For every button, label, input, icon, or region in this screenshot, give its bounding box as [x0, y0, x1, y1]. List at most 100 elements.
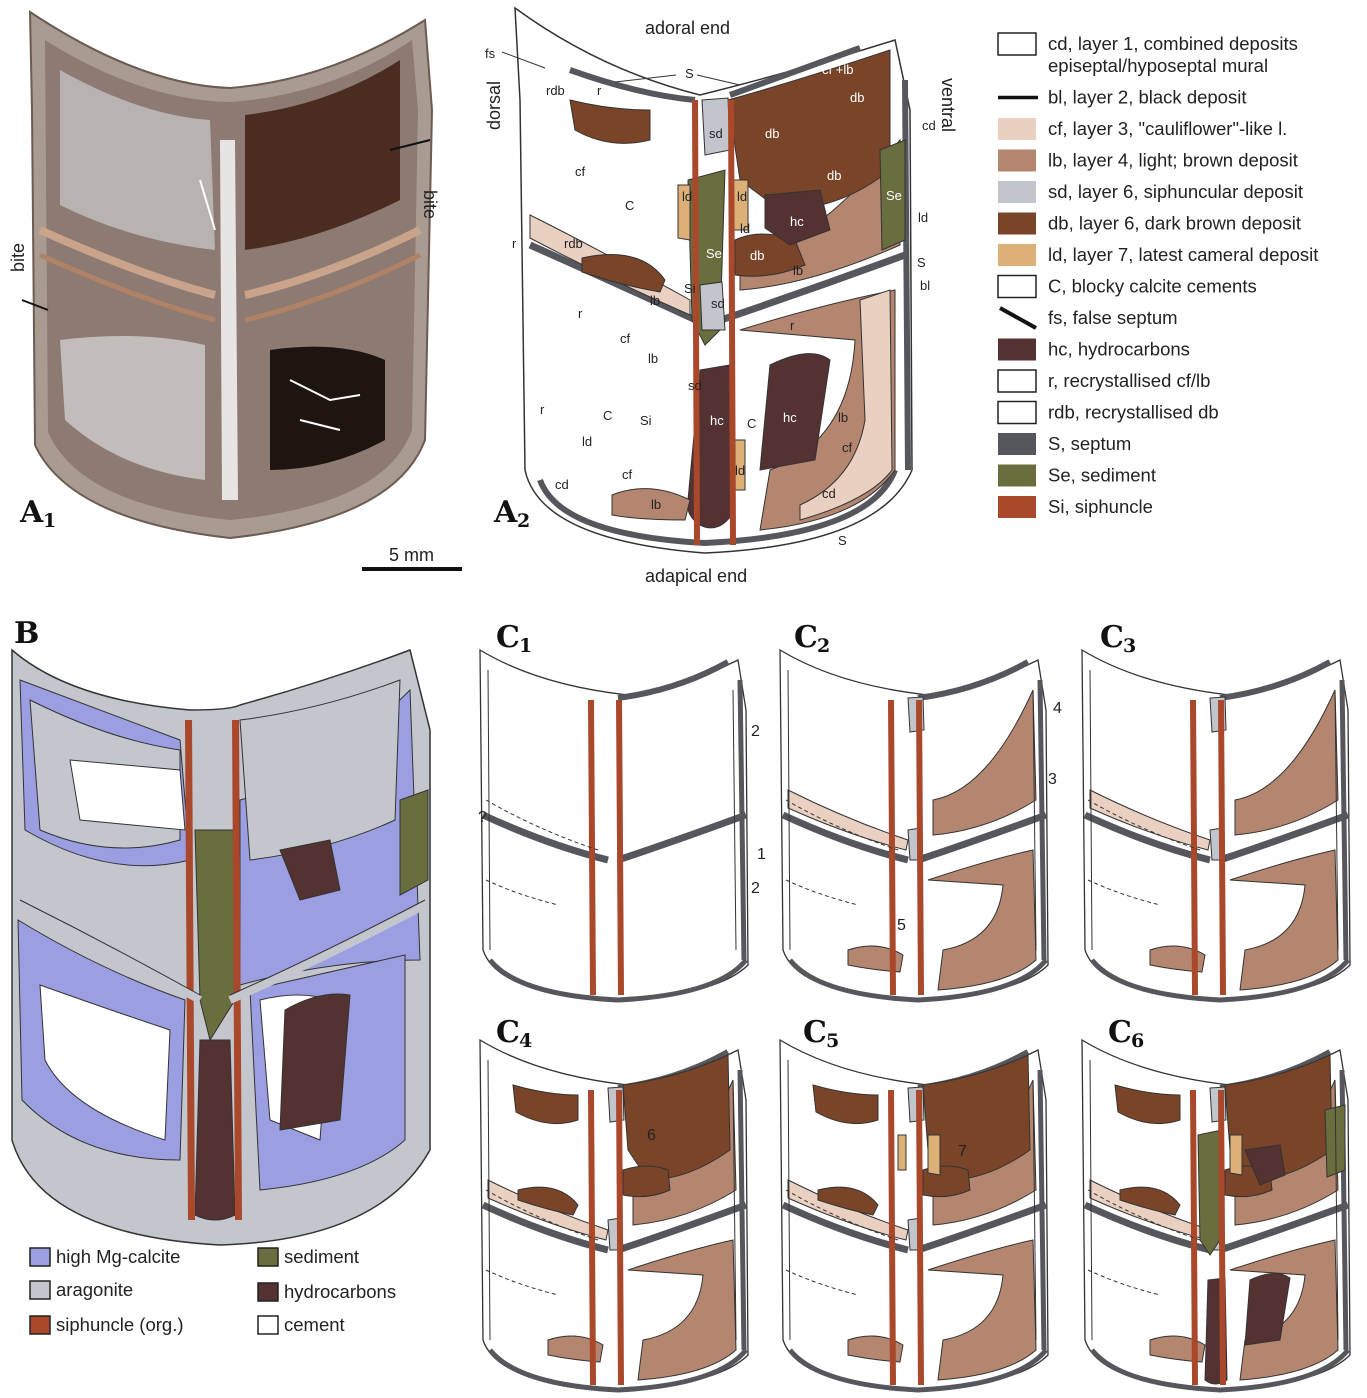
lbl-db-1: db: [765, 126, 779, 141]
lbl-cd-low: cd: [822, 486, 836, 501]
lbl-sd-top: sd: [709, 126, 723, 141]
legend-b-item-arag: aragonite: [30, 1279, 133, 1300]
legend-swatch-cd: [998, 33, 1036, 55]
num-3: 3: [1048, 771, 1057, 788]
legend-swatch-ld: [998, 244, 1036, 266]
lbl-cf-top: cf: [575, 164, 586, 179]
stage-panel-c5: [780, 1040, 1048, 1390]
lbl-db-4: db: [750, 248, 764, 263]
lbl-c-top: C: [625, 198, 634, 213]
legend-item-bl: bl, layer 2, black deposit: [998, 87, 1246, 108]
legend-item-rdb: rdb, recrystallised db: [998, 402, 1219, 424]
legend-b-label-mg: high Mg-calcite: [56, 1246, 180, 1267]
stage-panel-c4: [480, 1040, 748, 1390]
legend-label-bl: bl, layer 2, black deposit: [1048, 87, 1246, 108]
scale-bar-label: 5 mm: [389, 545, 434, 565]
legend-b-swatch-mg: [30, 1248, 50, 1266]
legend-b-swatch-hc: [258, 1283, 278, 1301]
panel-label-b: B: [14, 616, 39, 651]
legend-label-sd: sd, layer 6, siphuncular deposit: [1048, 181, 1303, 202]
b-se-ventral: [400, 790, 428, 895]
lbl-se-center: Se: [706, 246, 722, 261]
legend-label-lb: lb, layer 4, light; brown deposit: [1048, 150, 1298, 171]
c-outline: [480, 650, 748, 1000]
panel-label-c5: C: [803, 1015, 827, 1050]
legend-label-r: r, recrystallised cf/lb: [1048, 370, 1210, 391]
lbl-c-low: C: [603, 408, 612, 423]
legend-label-cd-line2: episeptal/hyposeptal mural: [1048, 55, 1268, 76]
ventral-label: ventral: [938, 78, 958, 132]
legend-item-r: r, recrystallised cf/lb: [998, 370, 1210, 392]
lbl-fs: fs: [485, 46, 496, 61]
legend-swatch-r: [998, 370, 1036, 392]
c-ld-left: [898, 1135, 906, 1170]
lbl-rdb-top: rdb: [546, 83, 565, 98]
panel-label-c1: C: [496, 620, 520, 655]
panel-sub-c6: 6: [1131, 1030, 1144, 1052]
panel-sub-a2: 2: [517, 510, 530, 532]
legend-b-swatch-Si: [30, 1316, 50, 1334]
legend-b: high Mg-calcitearagonitesiphuncle (org.)…: [30, 1246, 396, 1335]
panel-label-a2: A: [493, 495, 518, 530]
lbl-db-3: db: [827, 168, 841, 183]
num-7: 7: [958, 1143, 967, 1160]
panel-label-c4: C: [496, 1015, 520, 1050]
legend-item-Si: Si, siphuncle: [998, 496, 1153, 518]
lbl-ld-deep: ld: [582, 434, 592, 449]
legend-label-rdb: rdb, recrystallised db: [1048, 402, 1219, 423]
legend-b-label-Se: sediment: [284, 1246, 359, 1267]
lbl-ld-2: ld: [737, 189, 747, 204]
panel-sub-c4: 4: [519, 1030, 532, 1052]
legend-item-hc: hc, hydrocarbons: [998, 339, 1190, 361]
c-db-mid: [623, 1166, 670, 1197]
legend-label-fs: fs, false septum: [1048, 307, 1178, 328]
lbl-s-bottom: S: [838, 533, 847, 548]
legend-swatch-Si: [998, 496, 1036, 518]
legend-swatch-db: [998, 213, 1036, 235]
panel-label-c3: C: [1100, 620, 1124, 655]
photo-siphuncle: [220, 140, 238, 500]
legend-swatch-lb: [998, 150, 1036, 172]
lbl-lb-right: lb: [838, 410, 848, 425]
lbl-se-right: Se: [886, 188, 902, 203]
lbl-lb-left: lb: [650, 293, 660, 308]
legend-swatch-sd: [998, 181, 1036, 203]
lbl-s-top: S: [685, 66, 694, 81]
legend-label-cf: cf, layer 3, "cauliflower"-like l.: [1048, 118, 1287, 139]
lbl-lb-low: lb: [648, 351, 658, 366]
lbl-cf-mid: cf: [620, 331, 631, 346]
stage-panel-c3: [1082, 650, 1350, 1000]
legend-b-swatch-arag: [30, 1281, 50, 1299]
panel-label-c2: C: [794, 620, 818, 655]
legend-b-swatch-Se: [258, 1248, 278, 1266]
lbl-cf-low: cf: [622, 467, 633, 482]
legend-swatch-rdb: [998, 402, 1036, 424]
legend-swatch-cf: [998, 118, 1036, 140]
lbl-r-right: r: [790, 318, 795, 333]
lbl-cflb: cf +lb: [822, 62, 853, 77]
panel-sub-c2: 2: [817, 635, 830, 657]
lbl-c-center: C: [747, 416, 756, 431]
legend-item-cf: cf, layer 3, "cauliflower"-like l.: [998, 118, 1287, 140]
legend-swatch-Se: [998, 465, 1036, 487]
num-4: 4: [1053, 700, 1062, 717]
dorsal-label: dorsal: [484, 81, 504, 130]
lbl-ld-1: ld: [682, 189, 692, 204]
lbl-s-right: S: [917, 255, 926, 270]
lbl-sd-mid: sd: [711, 296, 725, 311]
lbl-hc-top: hc: [790, 214, 804, 229]
lbl-bl: bl: [920, 278, 930, 293]
lbl-db-2: db: [850, 90, 864, 105]
panel-sub-c5: 5: [826, 1030, 839, 1052]
lbl-cd-left: cd: [555, 477, 569, 492]
bite-label-right: bite: [420, 190, 440, 219]
lbl-r-top: r: [597, 83, 602, 98]
legend-label-Si: Si, siphuncle: [1048, 496, 1153, 517]
legend-label-db: db, layer 6, dark brown deposit: [1048, 213, 1301, 234]
panel-sub-a1: 1: [43, 510, 56, 532]
photo-panel-a1: bite bite: [8, 12, 440, 538]
lbl-lb-mid: lb: [793, 263, 803, 278]
legend-item-cd: cd, layer 1, combined depositsepiseptal/…: [998, 33, 1298, 76]
bite-label-left: bite: [8, 243, 28, 272]
